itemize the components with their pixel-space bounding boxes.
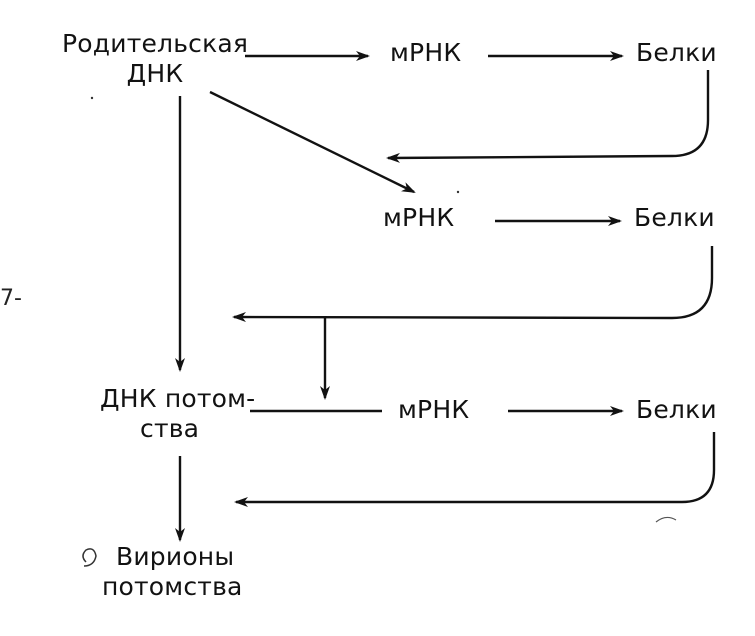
- progeny-dna-line-2: ства: [140, 414, 200, 443]
- parent-dna-label: Родительская ДНК: [62, 29, 248, 89]
- parent-dna-line-1: Родительская: [62, 29, 249, 58]
- scan-speck-icon: [655, 516, 677, 523]
- progeny-virions-line-2: потомства: [102, 572, 243, 601]
- progeny-virions-label: Вирионы потомства: [102, 542, 243, 602]
- scan-dot-icon: [90, 96, 94, 100]
- arrow-parent-dna-to-mrna-2: [209, 90, 416, 194]
- progeny-dna-label: ДНК потом- ства: [100, 384, 255, 444]
- progeny-dna-line-1: ДНК потом-: [100, 384, 256, 413]
- scan-dot-icon: [456, 190, 460, 194]
- arrow-proteins-3-feedback: [234, 432, 716, 507]
- mrna-label-3: мРНК: [398, 395, 470, 424]
- progeny-virions-line-1: Вирионы: [116, 542, 235, 571]
- margin-mark: 7-: [0, 286, 22, 311]
- arrow-proteins-2-feedback: [232, 246, 714, 323]
- scan-swirl-icon: [82, 548, 97, 567]
- mrna-label-2: мРНК: [383, 203, 455, 232]
- mrna-label-1: мРНК: [390, 38, 462, 67]
- proteins-label-2: Белки: [634, 203, 715, 232]
- parent-dna-line-2: ДНК: [126, 59, 184, 88]
- proteins-label-1: Белки: [636, 38, 717, 67]
- arrow-proteins-1-feedback: [386, 70, 710, 163]
- proteins-label-3: Белки: [636, 395, 717, 424]
